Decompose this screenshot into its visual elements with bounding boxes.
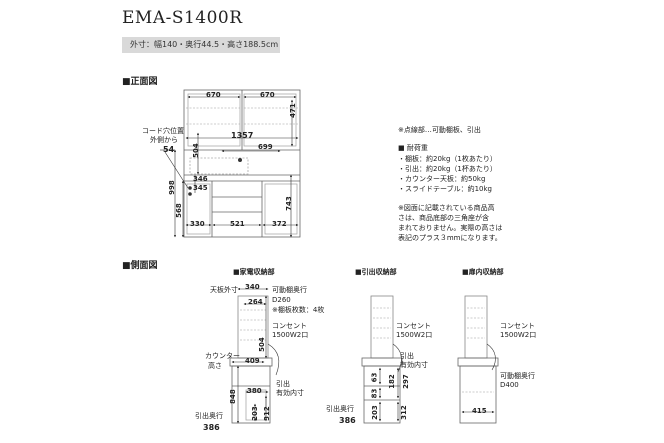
dim-total-h: 998	[167, 180, 176, 195]
cord-label-2: 外側から	[150, 136, 178, 144]
appliance-counter-2: 高さ	[208, 362, 222, 370]
appliance-h312: 312	[262, 406, 271, 421]
drawer-d386: 386	[339, 416, 356, 425]
note-load-2: ・引出：約20kg（1杯あたり）	[398, 165, 497, 173]
dim-upper-right: 670	[260, 91, 275, 99]
dim-inner-w: 1357	[231, 131, 254, 140]
note-movable: ※点線部…可動棚板、引出	[398, 126, 481, 134]
appliance-d386: 386	[203, 423, 220, 432]
dim-cord-h2: 345	[193, 184, 208, 192]
appliance-outlet: コンセント	[272, 322, 307, 330]
appliance-d409: 409	[245, 357, 260, 365]
outlet-marker	[238, 158, 242, 162]
side-cabinet	[457, 295, 499, 424]
dim-upper-left: 670	[206, 91, 221, 99]
dim-lower-h: 568	[174, 203, 183, 218]
drawer-h297: 297	[401, 374, 410, 389]
appliance-shelf-count: ※棚板枚数：4枚	[272, 306, 325, 314]
cabinet-outlet: コンセント	[500, 322, 535, 330]
drawer-outlet: コンセント	[396, 322, 431, 330]
note-disclaimer-1: ※図面に記載されている商品高	[398, 204, 495, 212]
dim-mid-w: 699	[258, 143, 273, 151]
dim-bottom-l: 330	[190, 220, 205, 228]
appliance-title: ■家電収納部	[233, 268, 275, 276]
note-disclaimer-4: 表記のプラス３mmになります。	[398, 234, 502, 242]
drawer-h203: 203	[370, 405, 379, 420]
front-shelf-dashes	[186, 107, 298, 125]
drawer-in-2: 有効内寸	[400, 361, 428, 369]
appliance-w340: 340	[245, 283, 260, 291]
drawer-outlet-spec: 1500W2口	[396, 331, 433, 339]
drawer-in-1: 引出	[400, 352, 414, 360]
cord-label-3: 54	[163, 145, 175, 154]
appliance-drawer-in-2: 有効内寸	[276, 389, 304, 397]
cord-hole-left	[188, 186, 192, 190]
drawer-depth: 引出奥行	[326, 405, 354, 413]
front-cabinet	[183, 89, 301, 238]
note-disclaimer-2: さは、商品底部の三角座が含	[398, 214, 489, 222]
model-number: EMA-S1400R	[122, 8, 243, 28]
drawer-h182: 182	[387, 374, 396, 389]
appliance-outlet-spec: 1500W2口	[272, 331, 309, 339]
note-load-title: ■ 耐荷重	[398, 144, 428, 152]
cabinet-outlet-spec: 1500W2口	[500, 331, 537, 339]
side-drawer	[361, 295, 403, 424]
appliance-shelf-depth: 可動棚奥行	[272, 286, 307, 294]
cabinet-title: ■扉内収納部	[462, 268, 504, 276]
dim-upper-h: 471	[288, 103, 297, 118]
drawer-h312: 312	[399, 405, 408, 420]
cord-label-1: コード穴位置	[142, 127, 184, 135]
dim-bottom-r: 372	[272, 220, 287, 228]
note-load-3: ・カウンター天板：約50kg	[398, 175, 486, 183]
cabinet-shelf-depth: 可動棚奥行	[500, 372, 535, 380]
appliance-d260: D260	[272, 296, 291, 304]
appliance-d264: 264	[248, 298, 263, 306]
appliance-drawer-depth: 引出奥行	[195, 412, 223, 420]
appliance-drawer-in-1: 引出	[276, 380, 290, 388]
side-view-title: ■側面図	[122, 261, 158, 271]
appliance-counter: カウンター	[205, 352, 240, 360]
appliance-h504: 504	[257, 337, 266, 352]
cabinet-d400: D400	[500, 381, 519, 389]
appliance-top-out: 天板外寸	[210, 286, 238, 294]
appliance-d380: 380	[247, 387, 262, 395]
cabinet-d415: 415	[472, 407, 487, 415]
dim-right-h: 743	[284, 196, 293, 211]
appliance-h203: 203	[250, 406, 259, 421]
dim-bottom-m: 521	[230, 220, 245, 228]
size-bar: 外寸：幅140・奥行44.5・高さ188.5cm	[122, 37, 280, 53]
note-load-1: ・棚板：約20kg（1枚あたり）	[398, 155, 497, 163]
cord-hole-left-2	[188, 192, 192, 196]
drawer-title: ■引出収納部	[355, 268, 397, 276]
appliance-h848: 848	[228, 389, 237, 404]
note-disclaimer-3: まれておりません。実際の高さは	[398, 224, 503, 232]
front-view-title: ■正面図	[122, 77, 158, 87]
drawer-h63: 63	[370, 372, 379, 383]
drawer-h83: 83	[370, 388, 379, 399]
dim-mid-h: 504	[191, 143, 200, 158]
dim-cord-h1: 346	[193, 175, 208, 183]
note-load-4: ・スライドテーブル：約10kg	[398, 185, 492, 193]
side-appliance	[229, 295, 273, 424]
